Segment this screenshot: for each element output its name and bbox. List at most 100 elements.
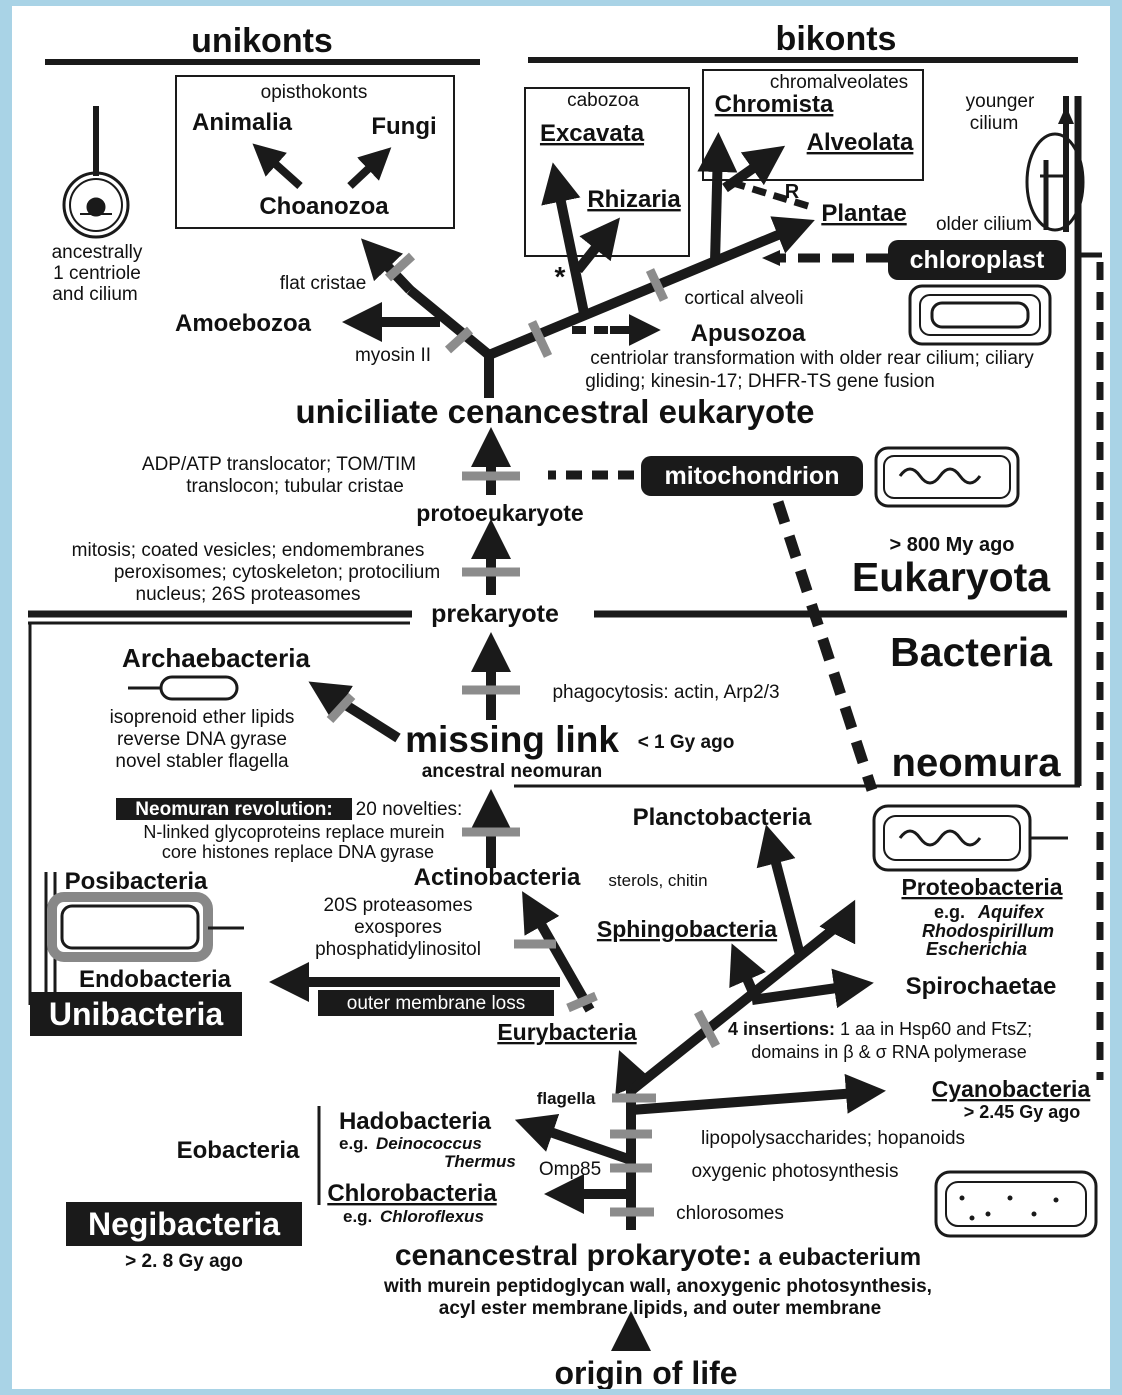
synapomorphy-ticks (326, 252, 720, 1217)
cyanobacterium-dots (959, 1195, 1059, 1221)
amoebozoa-label: Amoebozoa (175, 310, 312, 337)
eurybacteria-arrow (615, 1050, 653, 1095)
centriolar-line-2: gliding; kinesin-17; DHFR-TS gene fusion (585, 371, 935, 392)
choanozoa-label: Choanozoa (259, 193, 389, 220)
alveolata-label: Alveolata (807, 129, 914, 156)
isoprenoid-line-3: novel stabler flagella (115, 751, 289, 772)
actinobacteria-arrow (522, 891, 595, 1013)
eukaryota-label: Eukaryota (852, 554, 1051, 600)
animalia-label: Animalia (192, 109, 293, 136)
endosymbiosis-dashes (548, 178, 1104, 1080)
hadobacteria-label: Hadobacteria (339, 1108, 492, 1135)
protoeukaryote-label: protoeukaryote (416, 500, 583, 526)
hadobacteria-arrow (514, 1113, 633, 1165)
sterols-label: sterols, chitin (608, 871, 707, 890)
chloroflexus-label: Chloroflexus (380, 1207, 484, 1226)
chromalveolates-label: chromalveolates (770, 72, 908, 93)
opisthokonts-box (175, 75, 455, 229)
unibacteria-label: Unibacteria (49, 996, 223, 1032)
flat-cristae-label: flat cristae (280, 273, 367, 294)
eobacteria-label: Eobacteria (177, 1137, 300, 1164)
fungi-label: Fungi (371, 113, 436, 140)
negibacteria-label: Negibacteria (88, 1206, 280, 1242)
planctobacteria-arrow (756, 824, 805, 957)
isoprenoid-line-2: reverse DNA gyrase (117, 729, 287, 750)
tree-of-life-diagram: unikonts bikonts opisthokonts Animalia F… (12, 6, 1110, 1389)
mitosis-line-2: peroxisomes; cytoskeleton; protocilium (114, 562, 440, 583)
outer-membrane-loss-label: outer membrane loss (347, 993, 525, 1014)
eg-proteobacteria: e.g. (934, 902, 965, 922)
ancestrally-line-2: 1 centriole (53, 263, 141, 284)
bikonts-header: bikonts (776, 20, 897, 58)
mitochondrion-label: mitochondrion (665, 462, 840, 490)
endobacteria-label: Endobacteria (79, 966, 232, 993)
adp-line-1: ADP/ATP translocator; TOM/TIM (142, 454, 416, 475)
deinococcus-label: Deinococcus (376, 1134, 482, 1153)
plantae-label: Plantae (821, 200, 906, 227)
neomuran-revolution-label: Neomuran revolution: (135, 799, 332, 820)
chromista-arrow (697, 132, 738, 263)
chromalveolates-box (702, 69, 924, 181)
unikont-branch (406, 286, 493, 359)
chloroplast-label: chloroplast (910, 246, 1045, 274)
murein-line-1: with murein peptidoglycan wall, anoxygen… (383, 1276, 932, 1297)
mitosis-line-1: mitosis; coated vesicles; endomembranes (72, 540, 425, 561)
adp-line-2: translocon; tubular cristae (186, 476, 404, 497)
isoprenoid-line-1: isoprenoid ether lipids (110, 707, 295, 728)
omp85-label: Omp85 (539, 1159, 601, 1180)
eurybacteria-label: Eurybacteria (497, 1019, 637, 1045)
lipopolysaccharides-label: lipopolysaccharides; hopanoids (701, 1128, 965, 1149)
apusozoa-label: Apusozoa (691, 320, 806, 347)
insertions-line-1: 4 insertions: 1 aa in Hsp60 and FtsZ; (728, 1019, 1032, 1039)
opisthokonts-label: opisthokonts (261, 82, 368, 103)
proteasomes-line-2: exospores (354, 917, 442, 938)
cyanobacteria-arrow (630, 1073, 886, 1115)
spirochaetae-arrow (751, 968, 874, 1009)
missing-link-label: missing link (405, 719, 619, 760)
proteobacteria-arrow (819, 899, 856, 945)
ancestrally-line-3: and cilium (52, 284, 138, 305)
murein-line-2: acyl ester membrane lipids, and outer me… (439, 1298, 881, 1319)
proteobacteria-label: Proteobacteria (901, 874, 1062, 900)
diagram-svg: unikonts bikonts opisthokonts Animalia F… (28, 20, 1104, 1389)
actinobacteria-label: Actinobacteria (414, 864, 581, 891)
sphingobacteria-label: Sphingobacteria (597, 916, 777, 942)
origin-of-life-label: origin of life (554, 1355, 737, 1389)
header-bars (45, 57, 1078, 65)
rhizaria-arrow (574, 217, 620, 274)
tree-branches (269, 132, 886, 1351)
prekaryote-label: prekaryote (431, 600, 559, 628)
chlorobacteria-label: Chlorobacteria (327, 1180, 497, 1207)
proteasomes-line-3: phosphatidylinositol (315, 939, 481, 960)
cyanobacteria-label: Cyanobacteria (932, 1076, 1091, 1102)
cell-illustrations (47, 132, 1098, 1238)
ancestral-neomuran-label: ancestral neomuran (422, 761, 603, 782)
cyano-ago-label: > 2.45 Gy ago (964, 1102, 1081, 1122)
r-mark: R (785, 181, 800, 203)
flagella-label: flagella (537, 1089, 596, 1108)
novelties-label: 20 novelties: (356, 799, 463, 820)
aquifex-label: Aquifex (977, 902, 1045, 922)
posibacteria-label: Posibacteria (65, 868, 208, 895)
cabozoa-label: cabozoa (567, 90, 639, 111)
histones-label: core histones replace DNA gyrase (162, 842, 434, 862)
archaebacteria-arrow (308, 681, 401, 743)
excavata-arrow (541, 162, 590, 320)
younger-cilium-line-1: younger (966, 91, 1035, 112)
ancestrally-line-1: ancestrally (52, 242, 143, 263)
bacteria-title: Bacteria (890, 629, 1053, 675)
younger-cilium-arrowhead (1058, 106, 1074, 124)
choanozoa-arrows (252, 143, 661, 346)
excavata-label: Excavata (540, 120, 645, 147)
text-labels: unikonts bikonts opisthokonts Animalia F… (49, 20, 1091, 1389)
rhizaria-label: Rhizaria (587, 186, 681, 213)
centriolar-line-1: centriolar transformation with older rea… (590, 348, 1034, 369)
eg-chlorobacteria: e.g. (343, 1207, 372, 1226)
nlinked-label: N-linked glycoproteins replace murein (143, 822, 444, 842)
proteasomes-line-1: 20S proteasomes (324, 895, 473, 916)
myosin-label: myosin II (355, 345, 431, 366)
chlorosomes-label: chlorosomes (676, 1203, 784, 1224)
archaebacteria-label: Archaebacteria (122, 643, 310, 673)
escherichia-label: Escherichia (926, 939, 1027, 959)
planctobacteria-label: Planctobacteria (633, 804, 812, 831)
